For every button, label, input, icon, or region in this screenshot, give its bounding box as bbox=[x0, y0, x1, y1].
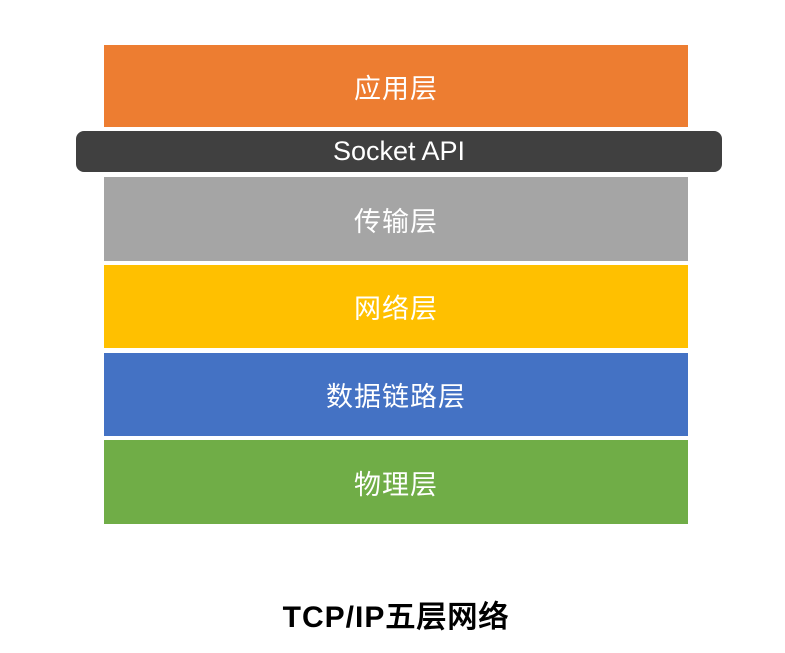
layer-network: 网络层 bbox=[104, 265, 688, 348]
socket-api-label: Socket API bbox=[332, 136, 466, 166]
layer-physical: 物理层 bbox=[104, 440, 688, 524]
diagram-title: TCP/IP五层网络 bbox=[282, 601, 510, 634]
layer-network-label: 网络层 bbox=[354, 294, 438, 324]
socket-api-bar: Socket API bbox=[76, 131, 722, 172]
layer-transport: 传输层 bbox=[104, 177, 688, 261]
layer-application-label: 应用层 bbox=[354, 73, 438, 104]
layer-physical-label: 物理层 bbox=[354, 469, 438, 500]
layer-transport-label: 传输层 bbox=[354, 206, 438, 237]
layer-application: 应用层 bbox=[104, 45, 688, 127]
layer-data-link: 数据链路层 bbox=[104, 353, 688, 436]
layer-data-link-label: 数据链路层 bbox=[326, 382, 466, 412]
